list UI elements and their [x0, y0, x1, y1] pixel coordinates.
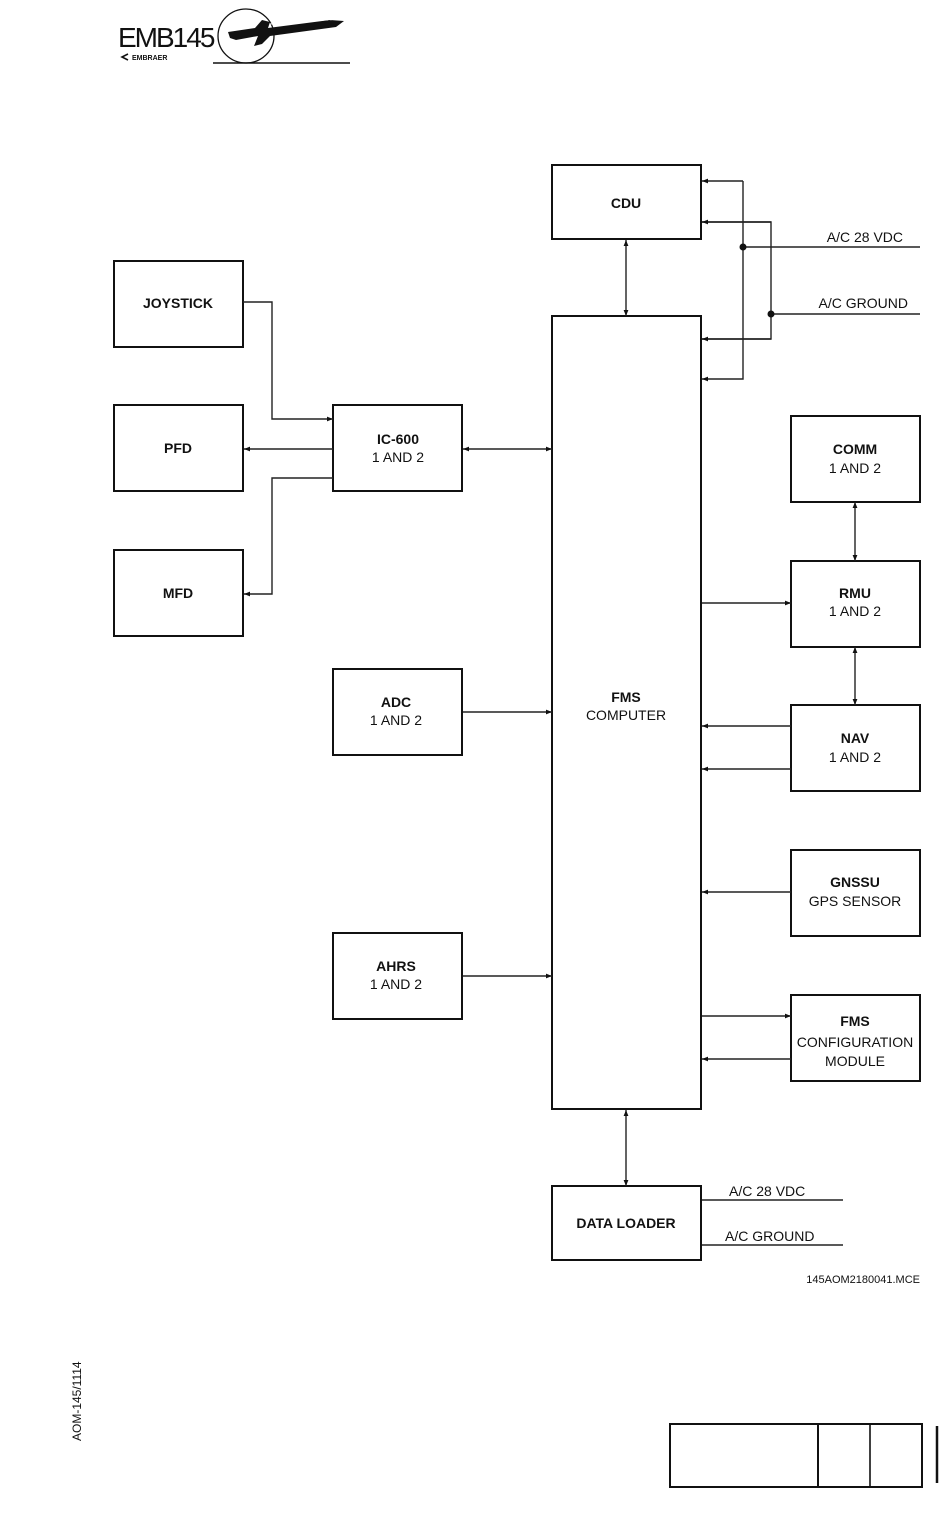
- ahrs-sublabel: 1 AND 2: [370, 976, 422, 992]
- logo-brand-text: EMBRAER: [132, 55, 167, 62]
- connections: A/C 28 VDC A/C GROUND A/C 28 VDC A/C GRO…: [243, 178, 920, 1246]
- gnssu-block: GNSSU GPS SENSOR: [790, 849, 921, 937]
- top-vdc-label: A/C 28 VDC: [827, 229, 903, 245]
- doc-code: AOM-145/1114: [70, 1361, 84, 1441]
- wire-ground-bus: [702, 221, 772, 340]
- pfd-label: PFD: [164, 440, 192, 456]
- fms-config-sublabel-2: MODULE: [825, 1053, 885, 1069]
- revision-table: [669, 1423, 923, 1488]
- ahrs-label: AHRS: [376, 958, 416, 974]
- fms-config-label: FMS: [840, 1013, 870, 1029]
- fms-label: FMS: [611, 689, 641, 705]
- pfd-block: PFD: [113, 404, 244, 492]
- comm-block: COMM 1 AND 2: [790, 415, 921, 503]
- wire-ic600-mfd: [244, 477, 333, 597]
- adc-sublabel: 1 AND 2: [370, 712, 422, 728]
- nav-block: NAV 1 AND 2: [790, 704, 921, 792]
- dl-vdc-label: A/C 28 VDC: [729, 1183, 805, 1199]
- logo-model-text: EMB145: [118, 22, 215, 53]
- wire-joystick-ic600: [243, 301, 333, 422]
- nav-label: NAV: [841, 730, 870, 746]
- emb145-logo: EMB145 EMBRAER: [118, 8, 350, 64]
- fms-config-sublabel: CONFIGURATION: [797, 1034, 913, 1050]
- rmu-block: RMU 1 AND 2: [790, 560, 921, 648]
- mfd-block: MFD: [113, 549, 244, 637]
- ahrs-block: AHRS 1 AND 2: [332, 932, 463, 1020]
- comm-label: COMM: [833, 441, 877, 457]
- comm-sublabel: 1 AND 2: [829, 460, 881, 476]
- rmu-sublabel: 1 AND 2: [829, 603, 881, 619]
- ic600-label: IC-600: [377, 431, 419, 447]
- joystick-label: JOYSTICK: [143, 295, 213, 311]
- gnssu-label: GNSSU: [830, 874, 880, 890]
- adc-block: ADC 1 AND 2: [332, 668, 463, 756]
- vdc-junction-dot: [739, 243, 747, 251]
- dl-ground-label: A/C GROUND: [725, 1228, 814, 1244]
- gnssu-sublabel: GPS SENSOR: [809, 893, 902, 909]
- nav-sublabel: 1 AND 2: [829, 749, 881, 765]
- rmu-label: RMU: [839, 585, 871, 601]
- fms-sublabel: COMPUTER: [586, 707, 666, 723]
- ic600-sublabel: 1 AND 2: [372, 449, 424, 465]
- cdu-label: CDU: [611, 195, 641, 211]
- adc-label: ADC: [381, 694, 411, 710]
- revision-block: [669, 1423, 939, 1488]
- top-ground-label: A/C GROUND: [819, 295, 908, 311]
- cdu-block: CDU: [551, 164, 702, 240]
- data-loader-label: DATA LOADER: [576, 1215, 675, 1231]
- wire-vdc-fms: [702, 181, 744, 382]
- ground-junction-dot: [767, 310, 775, 318]
- fms-config-module-block: FMS CONFIGURATION MODULE: [790, 994, 921, 1082]
- data-loader-block: DATA LOADER: [551, 1185, 702, 1261]
- aircraft-icon: [217, 8, 344, 64]
- drawing-id: 145AOM2180041.MCE: [806, 1274, 920, 1286]
- embraer-arrow-icon: [120, 53, 129, 61]
- joystick-block: JOYSTICK: [113, 260, 244, 348]
- fms-computer-block: FMS COMPUTER: [551, 315, 702, 1110]
- mfd-label: MFD: [163, 585, 193, 601]
- ic600-block: IC-600 1 AND 2: [332, 404, 463, 492]
